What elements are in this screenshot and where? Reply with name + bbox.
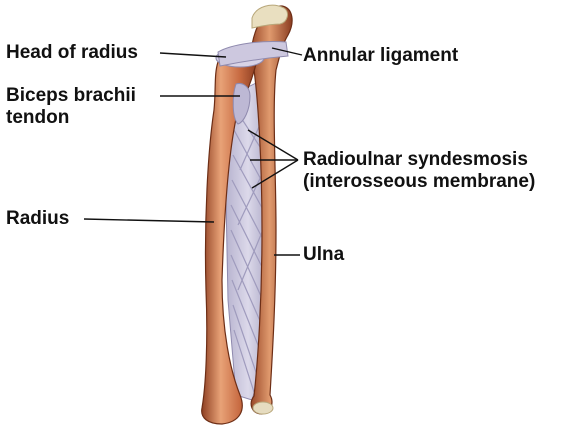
label-annular-ligament: Annular ligament <box>303 45 458 67</box>
biceps-tendon <box>232 83 251 125</box>
label-ulna: Ulna <box>303 244 344 266</box>
label-head-of-radius-text: Head of radius <box>6 42 138 63</box>
leader-radius <box>83 218 215 223</box>
label-head-of-radius: Head of radius <box>6 42 138 64</box>
label-annular-ligament-text: Annular ligament <box>303 45 459 66</box>
annular-ligament-band <box>217 41 289 67</box>
label-syndesmosis-line2: (interosseous membrane) <box>303 171 536 192</box>
leader-lines <box>83 47 303 256</box>
ulna-bone <box>250 5 293 415</box>
label-biceps-line2: tendon <box>6 107 70 128</box>
label-syndesmosis-line1: Radioulnar syndesmosis <box>303 149 528 170</box>
label-radius: Radius <box>6 208 69 230</box>
label-biceps-line1: Biceps brachii <box>6 85 136 106</box>
distal-ulna-cartilage <box>252 401 274 415</box>
leader-head-of-radius <box>159 52 227 58</box>
leader-syndesmosis-1 <box>247 129 299 161</box>
leader-syndesmosis-3 <box>251 159 299 189</box>
label-radioulnar-syndesmosis: Radioulnar syndesmosis (interosseous mem… <box>303 149 535 193</box>
label-radius-text: Radius <box>6 208 70 229</box>
label-ulna-text: Ulna <box>303 244 345 265</box>
olecranon-cartilage <box>251 4 288 29</box>
leader-annular <box>271 47 303 56</box>
label-biceps-brachii-tendon: Biceps brachii tendon <box>6 85 136 129</box>
membrane-fibers <box>230 109 267 393</box>
